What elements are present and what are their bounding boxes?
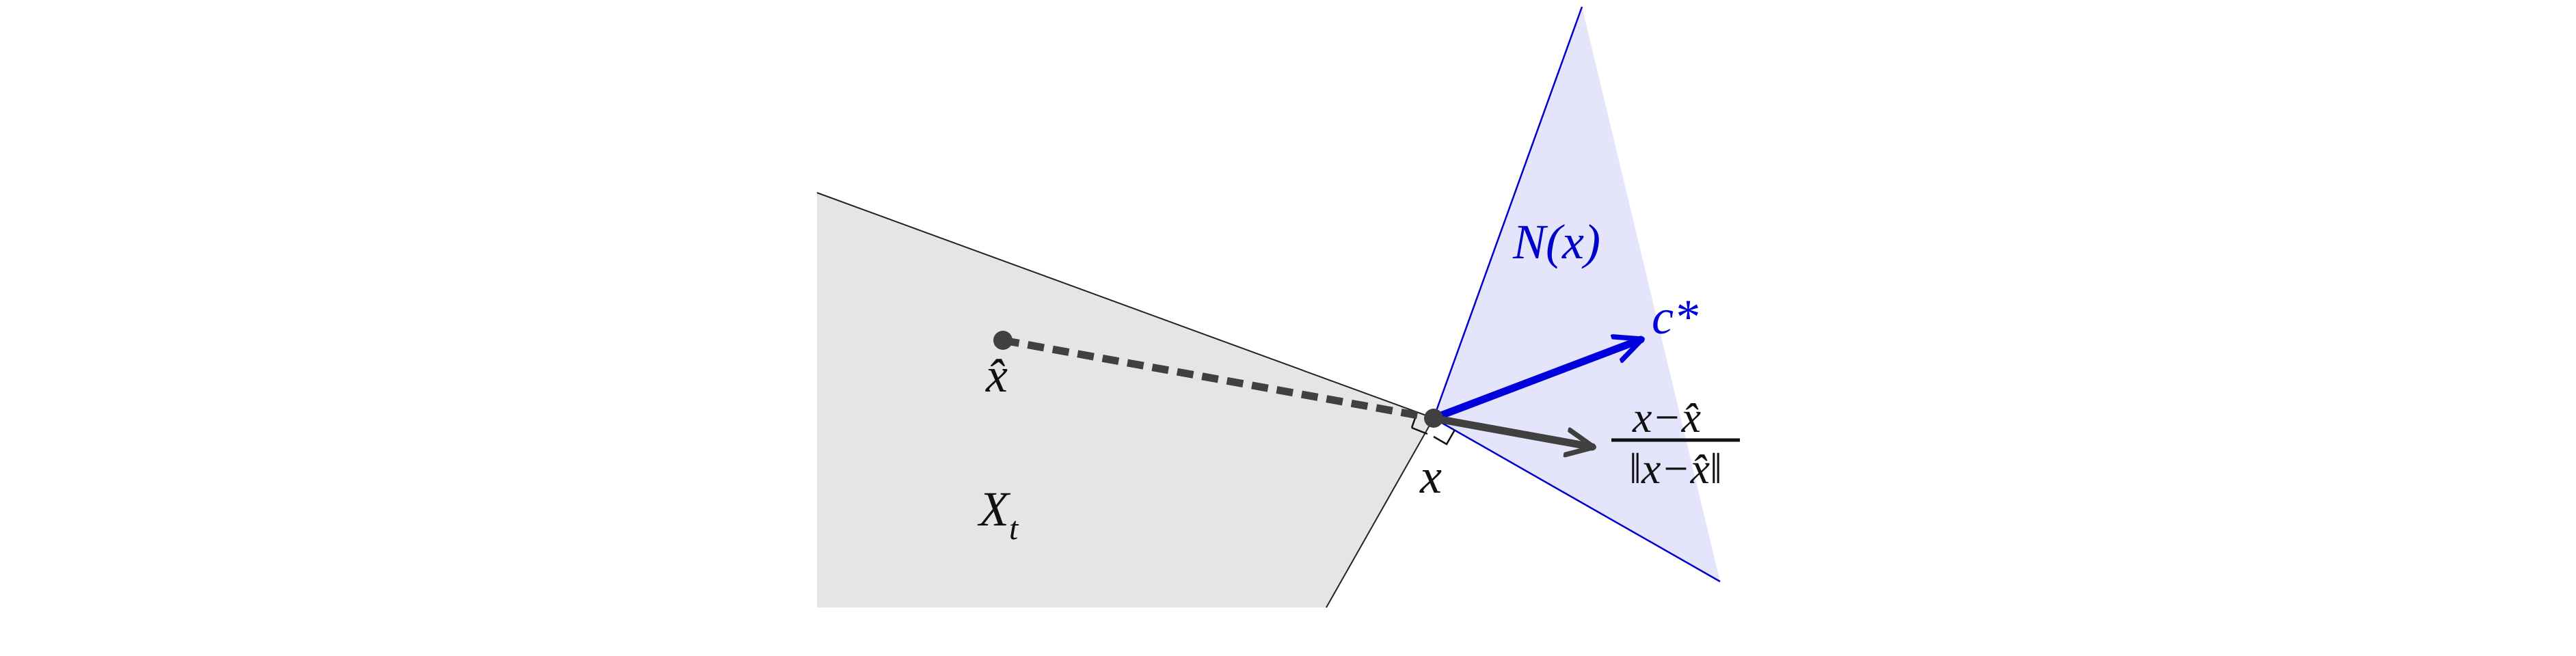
normal-cone-region (1434, 7, 1720, 582)
dashed-segment-xhat-to-x (1002, 336, 1434, 422)
feasible-set-upper-edge (816, 192, 1434, 419)
set-label: Xt (977, 482, 1019, 547)
point-x (1424, 409, 1443, 428)
c-star-label: c* (1652, 290, 1698, 344)
feasible-set-region (817, 193, 1434, 607)
x-label: x (1419, 449, 1442, 504)
fraction-numerator: x−x̂ (1632, 393, 1701, 441)
fraction-denominator: ‖x−x̂‖ (1629, 444, 1722, 493)
unit-direction-arrow (1430, 414, 1592, 447)
x-hat-label: x̂ (985, 348, 1008, 402)
feasible-set-lower-edge (1326, 418, 1434, 608)
normal-cone-lower-edge (1433, 417, 1721, 583)
point-x-hat (993, 331, 1012, 350)
set-label-subscript: t (1009, 510, 1019, 547)
normal-cone-upper-edge (1432, 6, 1583, 419)
c-star-arrow (1430, 340, 1641, 422)
normal-cone-label: N(x) (1512, 215, 1600, 269)
set-label-letter: X (977, 482, 1011, 536)
right-angle-marker-lower (1433, 429, 1456, 446)
